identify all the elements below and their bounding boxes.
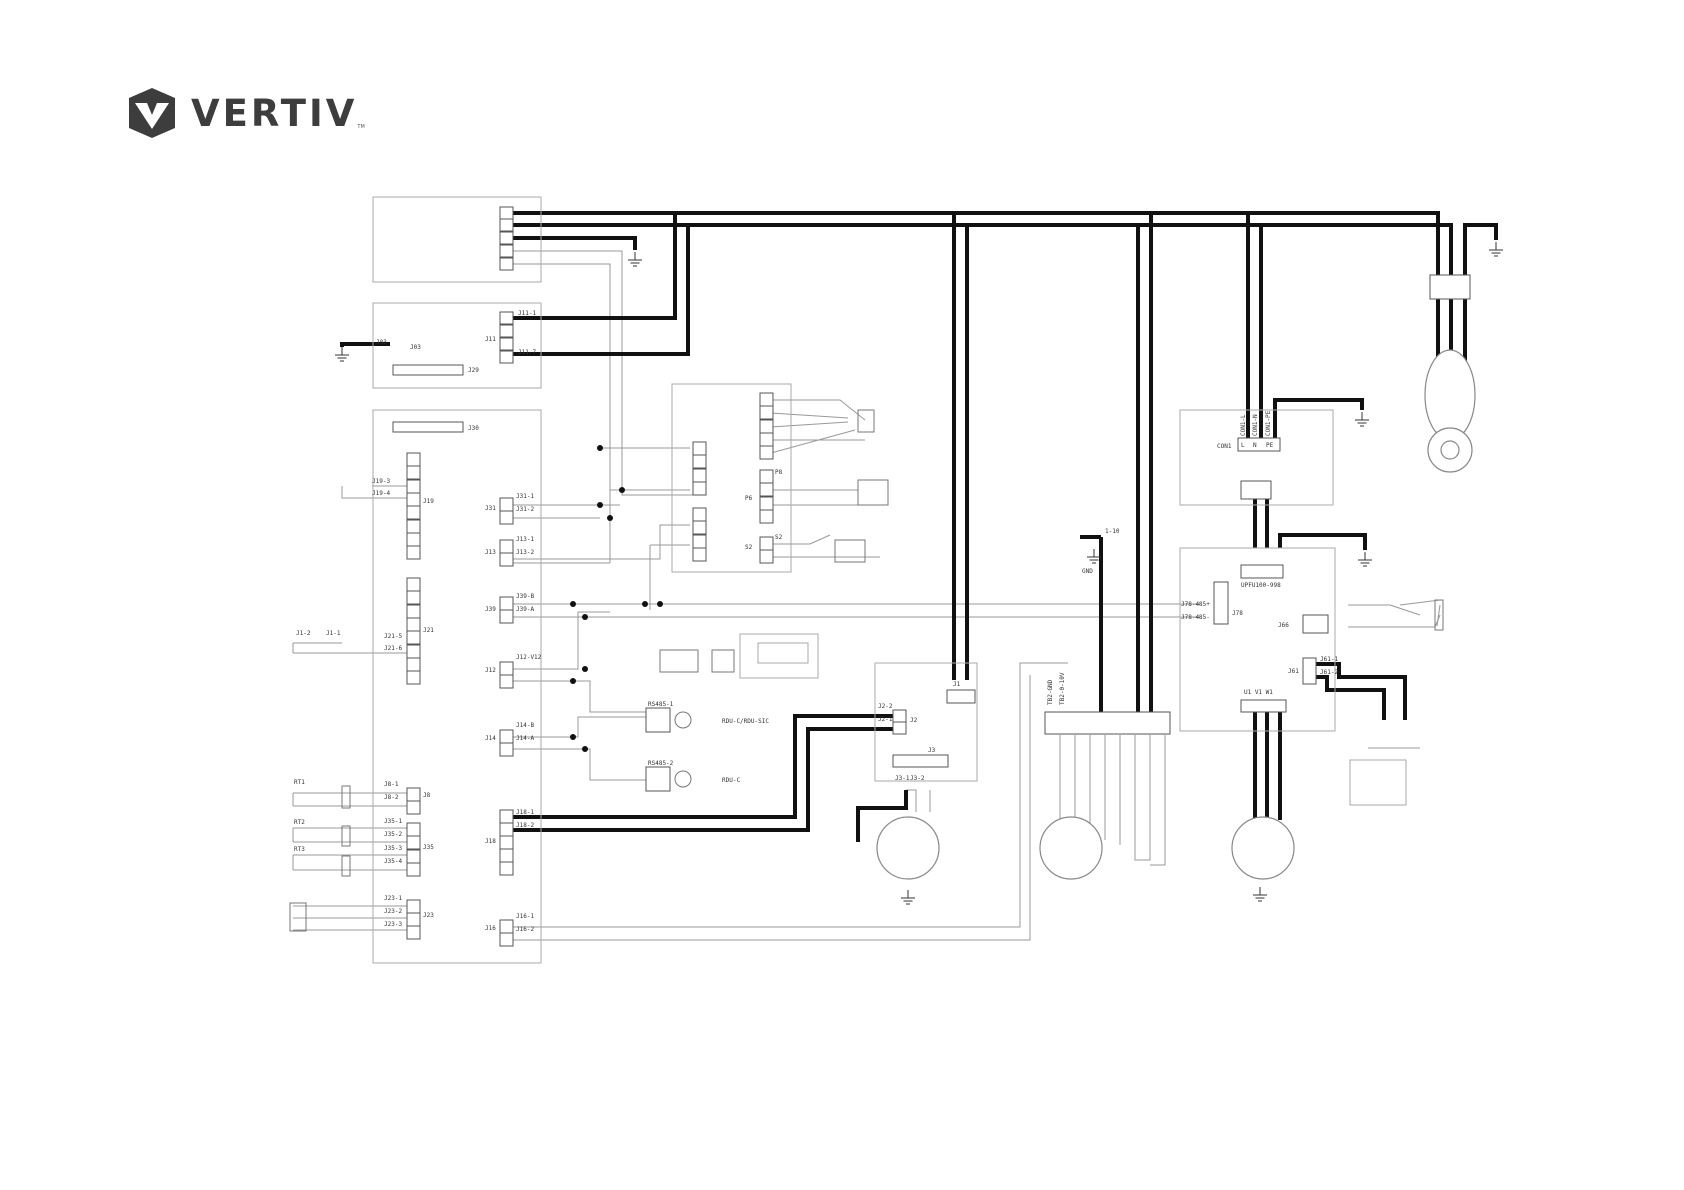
- label: RT1: [294, 779, 305, 786]
- label: J39: [485, 606, 496, 613]
- label: J23-2: [384, 908, 402, 915]
- label: J03: [410, 344, 421, 351]
- label: J1-1: [326, 630, 341, 637]
- label: J16-1: [516, 913, 534, 920]
- label: J1-2: [296, 630, 311, 637]
- label: J11: [485, 336, 496, 343]
- label: J61-2: [1320, 669, 1338, 676]
- label: J35-1: [384, 818, 402, 825]
- label: J3-2: [910, 775, 925, 782]
- label: J12: [485, 667, 496, 674]
- label: CON1-L: [1240, 414, 1247, 436]
- label: J78-485+: [1181, 601, 1210, 608]
- label: J31-1: [516, 493, 534, 500]
- label: RT2: [294, 819, 305, 826]
- label: L: [1241, 442, 1245, 449]
- label: J61-1: [1320, 656, 1338, 663]
- label: J3: [928, 747, 936, 754]
- label: J8: [423, 792, 431, 799]
- label: RDU-C: [722, 777, 740, 784]
- label: TB2-0-10V: [1059, 672, 1066, 705]
- diagram-labels: J03 J03 J11 J11-1 J11-7 J29 J30 J19-3 J1…: [294, 310, 1338, 933]
- label: J14-B: [516, 722, 534, 729]
- label: J18: [485, 838, 496, 845]
- label: J66: [1278, 622, 1289, 629]
- label: J21-6: [384, 645, 402, 652]
- label: J03: [376, 339, 387, 346]
- label: J31-2: [516, 506, 534, 513]
- label: CON1-N: [1252, 414, 1259, 436]
- label: J35-2: [384, 831, 402, 838]
- trademark-mark: TM: [357, 124, 365, 130]
- label: CON1-PE: [1265, 410, 1272, 436]
- label: RS485-2: [648, 760, 674, 767]
- vertiv-logo: VERTIV TM: [125, 86, 365, 140]
- thick-wires: [513, 211, 1498, 842]
- label: J16: [485, 925, 496, 932]
- label: RT3: [294, 846, 305, 853]
- label: J19: [423, 498, 434, 505]
- label: J78: [1232, 610, 1243, 617]
- label: J1: [953, 681, 961, 688]
- label: J23-1: [384, 895, 402, 902]
- label: J18-2: [516, 822, 534, 829]
- label: S2: [775, 534, 783, 541]
- vertiv-wordmark: VERTIV: [191, 91, 358, 135]
- label: UPFU100-998: [1241, 582, 1281, 589]
- label: J11-1: [518, 310, 536, 317]
- label: N: [1253, 442, 1257, 449]
- label: J19-3: [372, 478, 390, 485]
- label: RS485-1: [648, 701, 674, 708]
- label: J14-A: [516, 735, 534, 742]
- label: J2: [910, 717, 918, 724]
- label: J39-B: [516, 593, 534, 600]
- label: J30: [468, 425, 479, 432]
- label: J61: [1288, 668, 1299, 675]
- label: J13-2: [516, 549, 534, 556]
- motor-symbols: [876, 349, 1476, 880]
- label: GND: [1082, 568, 1093, 575]
- label: J12-V12: [516, 654, 542, 661]
- label: J3-1: [895, 775, 910, 782]
- label: J13: [485, 549, 496, 556]
- label: J21-5: [384, 633, 402, 640]
- label: U1 V1 W1: [1244, 689, 1273, 696]
- label: J29: [468, 367, 479, 374]
- label: J35: [423, 844, 434, 851]
- label: CON1: [1217, 443, 1232, 450]
- label: J23: [423, 912, 434, 919]
- connector-pins: [392, 206, 1471, 947]
- label: J78-485-: [1181, 614, 1210, 621]
- junction-dots: [570, 445, 663, 752]
- label: J18-1: [516, 809, 534, 816]
- label: 1-10: [1105, 528, 1120, 535]
- label: J39-A: [516, 606, 534, 613]
- label: J16-2: [516, 926, 534, 933]
- sensor-parts: [289, 409, 1444, 932]
- vertiv-logo-mark-icon: [129, 88, 175, 138]
- label: J14: [485, 735, 496, 742]
- label: RDU-C/RDU-SIC: [722, 718, 769, 725]
- label: P6: [745, 495, 753, 502]
- label: J8-2: [384, 794, 399, 801]
- label: J31: [485, 505, 496, 512]
- label: J35-4: [384, 858, 402, 865]
- label: J23-3: [384, 921, 402, 928]
- label: J35-3: [384, 845, 402, 852]
- board-outlines: [372, 196, 1407, 964]
- label: J8-1: [384, 781, 399, 788]
- label: J11-7: [518, 349, 536, 356]
- label: TB2-GND: [1047, 679, 1054, 705]
- label: J21: [423, 627, 434, 634]
- label: J13-1: [516, 536, 534, 543]
- label: J2-1: [878, 716, 893, 723]
- label: PE: [1266, 442, 1274, 449]
- label: S2: [745, 544, 753, 551]
- label: J2-2: [878, 703, 893, 710]
- label: P8: [775, 469, 783, 476]
- label: J19-4: [372, 490, 390, 497]
